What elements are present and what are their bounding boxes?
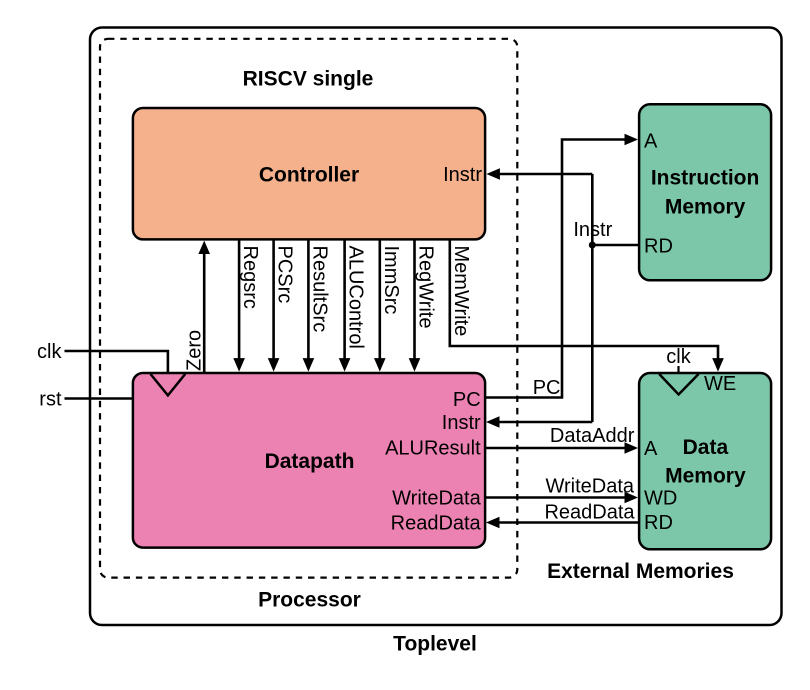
svg-text:Toplevel: Toplevel: [393, 633, 477, 656]
svg-text:WE: WE: [704, 373, 736, 395]
svg-text:RD: RD: [644, 512, 673, 534]
svg-text:Instruction: Instruction: [651, 167, 760, 190]
svg-text:PC: PC: [453, 389, 481, 411]
svg-text:External Memories: External Memories: [547, 560, 734, 583]
svg-text:ResultSrc: ResultSrc: [308, 246, 330, 333]
svg-text:Data: Data: [683, 436, 729, 459]
svg-text:ReadData: ReadData: [544, 502, 635, 524]
svg-text:RISCV single: RISCV single: [243, 67, 374, 90]
svg-text:Instr: Instr: [442, 412, 481, 434]
svg-text:Instr: Instr: [573, 219, 612, 241]
svg-text:Instr: Instr: [443, 164, 482, 186]
svg-text:Processor: Processor: [258, 588, 361, 611]
svg-text:Controller: Controller: [259, 163, 359, 186]
svg-text:Memory: Memory: [665, 196, 746, 219]
svg-text:ImmSrc: ImmSrc: [380, 246, 402, 315]
svg-text:Zero: Zero: [183, 330, 205, 371]
svg-text:PC: PC: [533, 377, 561, 399]
svg-text:ALUResult: ALUResult: [385, 438, 481, 460]
svg-text:Memory: Memory: [665, 464, 746, 487]
svg-text:A: A: [644, 438, 658, 460]
svg-text:WriteData: WriteData: [392, 488, 481, 510]
svg-text:A: A: [644, 131, 658, 153]
svg-text:clk: clk: [666, 346, 691, 368]
svg-text:WD: WD: [644, 488, 677, 510]
svg-text:Regsrc: Regsrc: [239, 246, 261, 309]
svg-text:DataAddr: DataAddr: [550, 425, 635, 447]
svg-text:clk: clk: [37, 341, 62, 363]
svg-text:PCSrc: PCSrc: [274, 246, 296, 304]
svg-text:Datapath: Datapath: [265, 450, 355, 473]
svg-text:WriteData: WriteData: [545, 476, 634, 498]
svg-text:MemWrite: MemWrite: [450, 246, 472, 337]
svg-text:rst: rst: [39, 389, 62, 411]
svg-text:ALUControl: ALUControl: [345, 246, 367, 349]
svg-text:RD: RD: [644, 236, 673, 258]
svg-text:RegWrite: RegWrite: [415, 246, 437, 329]
svg-text:ReadData: ReadData: [391, 513, 482, 535]
